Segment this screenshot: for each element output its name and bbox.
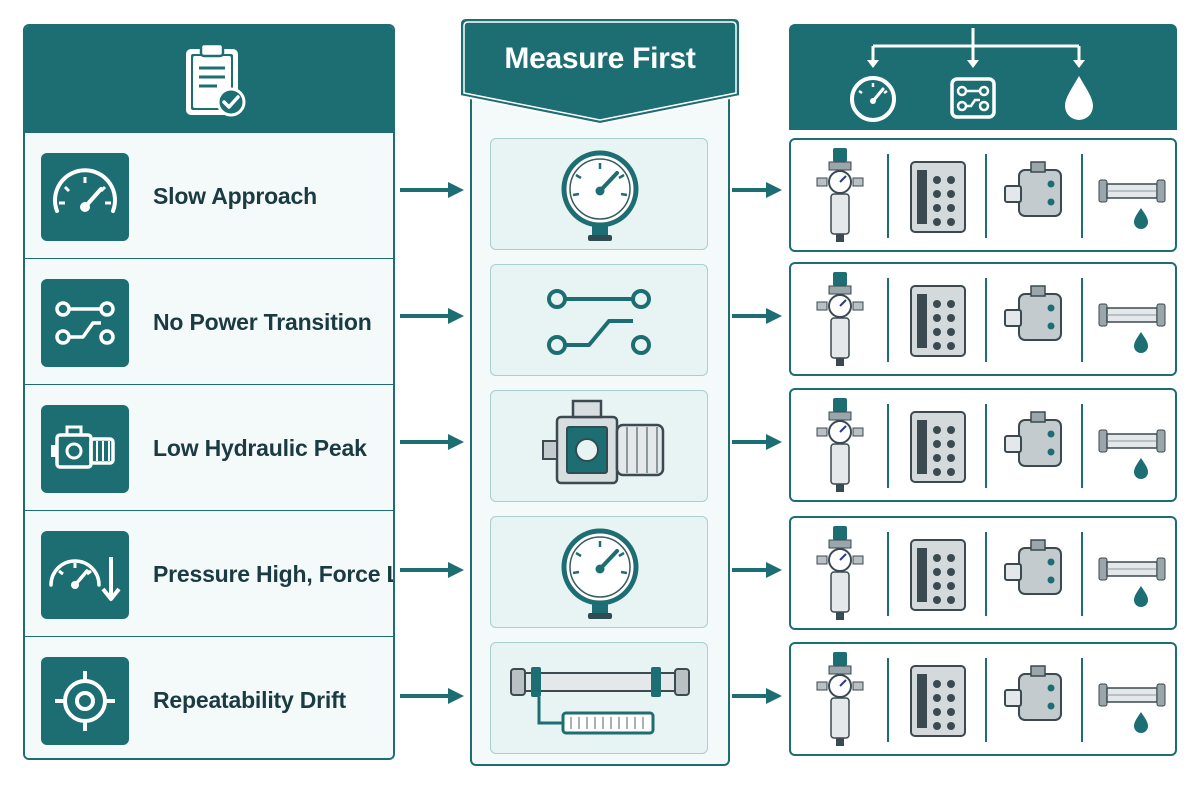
flow-arrow-icon <box>732 562 782 578</box>
pump-block-icon <box>1004 161 1062 217</box>
pressure-gauge-icon <box>561 528 639 619</box>
pump-block-icon <box>1004 665 1062 721</box>
symptom-label: Low Hydraulic Peak <box>153 434 367 461</box>
flow-arrow-icon <box>732 688 782 704</box>
measure-first-title: Measure First <box>504 42 696 75</box>
pressure-gauge-icon <box>850 76 896 122</box>
flow-arrow-icon <box>400 688 464 704</box>
cylinder-scale-icon <box>510 667 690 735</box>
filter-regulator-icon <box>816 148 864 242</box>
symptom-label: No Power Transition <box>153 308 372 335</box>
symptom-column: Slow Approach No Power Transition <box>23 24 395 760</box>
symptom-row-slow-approach: Slow Approach <box>25 132 393 258</box>
cylinder-drop-icon <box>1098 557 1166 607</box>
symptom-row-pressure-high-force-low: Pressure High, Force Low <box>25 510 393 636</box>
measure-card <box>490 390 708 502</box>
symptom-label: Slow Approach <box>153 182 317 209</box>
symptom-row-no-power-transition: No Power Transition <box>25 258 393 384</box>
measure-card <box>490 516 708 628</box>
symptom-header <box>25 26 393 132</box>
valve-manifold-icon <box>910 285 966 357</box>
pump-block-icon <box>1004 411 1062 467</box>
symptom-label: Pressure High, Force Low <box>153 560 393 587</box>
filter-regulator-icon <box>816 272 864 366</box>
switch-paths-icon <box>547 289 651 355</box>
pump-block-icon <box>1004 285 1062 341</box>
filter-regulator-icon <box>816 398 864 492</box>
measure-card <box>490 138 708 250</box>
oil-drop-icon <box>1065 76 1093 120</box>
component-row <box>789 516 1177 630</box>
flow-arrow-icon <box>400 182 464 198</box>
cylinder-drop-icon <box>1098 683 1166 733</box>
component-row <box>789 642 1177 756</box>
gauge-down-arrow-icon <box>41 531 129 619</box>
valve-manifold-icon <box>910 411 966 483</box>
speedometer-icon <box>41 153 129 241</box>
component-row <box>789 388 1177 502</box>
symptom-row-low-hydraulic-peak: Low Hydraulic Peak <box>25 384 393 510</box>
cylinder-drop-icon <box>1098 303 1166 353</box>
switch-paths-icon <box>41 279 129 367</box>
target-crosshair-icon <box>41 657 129 745</box>
pump-block-icon <box>1004 539 1062 595</box>
pressure-gauge-icon <box>561 150 639 241</box>
pump-motor-icon <box>41 405 129 493</box>
flow-arrow-icon <box>732 308 782 324</box>
branch-arrows-icon <box>867 28 1085 68</box>
flow-arrow-icon <box>400 308 464 324</box>
flow-arrow-icon <box>400 434 464 450</box>
cylinder-drop-icon <box>1098 429 1166 479</box>
cylinder-drop-icon <box>1098 179 1166 229</box>
measure-card <box>490 264 708 376</box>
valve-manifold-icon <box>910 539 966 611</box>
filter-regulator-icon <box>816 526 864 620</box>
symptom-label: Repeatability Drift <box>153 686 347 713</box>
component-row <box>789 138 1177 252</box>
valve-paths-icon <box>950 77 996 119</box>
valve-manifold-icon <box>910 161 966 233</box>
symptom-row-repeatability-drift: Repeatability Drift <box>25 636 393 758</box>
component-row <box>789 262 1177 376</box>
flow-arrow-icon <box>732 182 782 198</box>
clipboard-check-icon <box>186 42 246 117</box>
flow-arrow-icon <box>400 562 464 578</box>
filter-regulator-icon <box>816 652 864 746</box>
flow-arrow-icon <box>732 434 782 450</box>
component-header <box>789 24 1177 130</box>
pump-motor-icon <box>542 399 665 485</box>
valve-manifold-icon <box>910 665 966 737</box>
measure-banner <box>459 17 741 126</box>
measure-card <box>490 642 708 754</box>
